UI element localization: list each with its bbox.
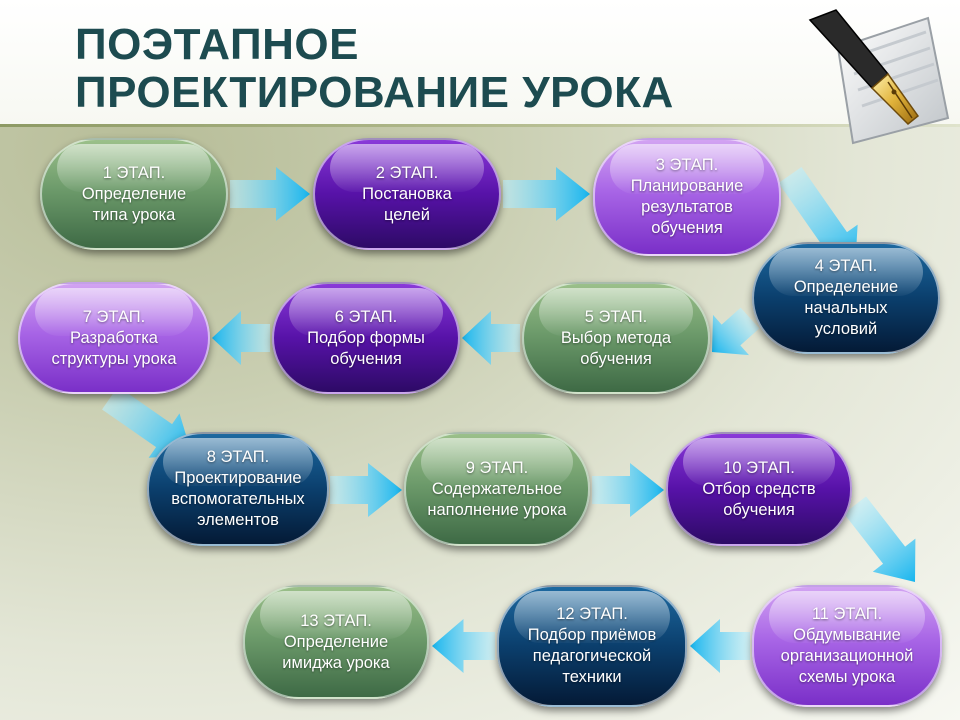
stage-12-node: 12 ЭТАП. Подбор приёмов педагогической т… — [497, 585, 687, 707]
stage-2-node: 2 ЭТАП. Постановка целей — [313, 138, 501, 250]
stage-3-label: 3 ЭТАП. Планирование результатов обучени… — [630, 156, 744, 237]
stage-8-label: 8 ЭТАП. Проектирование вспомогательных э… — [171, 448, 305, 529]
stage-5-label: 5 ЭТАП. Выбор метода обучения — [560, 307, 672, 368]
arrow-12-to-13 — [432, 619, 495, 673]
fountain-pen-icon — [808, 9, 950, 145]
page-title-line-2: ПРОЕКТИРОВАНИЕ УРОКА — [75, 68, 674, 117]
arrow-1-to-2 — [230, 167, 310, 221]
arrow-5-to-6 — [462, 311, 520, 365]
stage-4-node: 4 ЭТАП. Определение начальных условий — [752, 242, 940, 354]
stage-10-label: 10 ЭТАП. Отбор средств обучения — [702, 458, 816, 519]
stage-13-node: 13 ЭТАП. Определение имиджа урока — [243, 585, 429, 699]
page-title-line-1: ПОЭТАПНОЕ — [75, 20, 359, 69]
stage-8-node: 8 ЭТАП. Проектирование вспомогательных э… — [147, 432, 329, 546]
header-divider — [0, 124, 960, 127]
stage-6-node: 6 ЭТАП. Подбор формы обучения — [272, 282, 460, 394]
slide-header-background — [0, 0, 960, 125]
arrow-2-to-3 — [503, 167, 590, 221]
arrow-7-to-8 — [102, 386, 192, 458]
stage-1-label: 1 ЭТАП. Определение типа урока — [81, 163, 187, 224]
stage-1-node: 1 ЭТАП. Определение типа урока — [40, 138, 228, 250]
arrow-9-to-10 — [592, 463, 664, 517]
stage-2-label: 2 ЭТАП. Постановка целей — [362, 163, 452, 224]
arrow-6-to-7 — [212, 311, 270, 365]
arrow-10-to-11 — [843, 496, 916, 583]
stage-4-label: 4 ЭТАП. Определение начальных условий — [793, 257, 899, 338]
arrow-4-to-5 — [712, 307, 760, 356]
stage-12-label: 12 ЭТАП. Подбор приёмов педагогической т… — [527, 605, 657, 686]
stage-6-label: 6 ЭТАП. Подбор формы обучения — [307, 307, 425, 368]
stage-13-label: 13 ЭТАП. Определение имиджа урока — [282, 611, 390, 672]
stage-10-node: 10 ЭТАП. Отбор средств обучения — [666, 432, 852, 546]
arrow-11-to-12 — [690, 619, 750, 673]
arrow-8-to-9 — [330, 463, 402, 517]
stage-11-node: 11 ЭТАП. Обдумывание организационной схе… — [752, 585, 942, 707]
stage-7-node: 7 ЭТАП. Разработка структуры урока — [18, 282, 210, 394]
stage-3-node: 3 ЭТАП. Планирование результатов обучени… — [593, 138, 781, 256]
stage-9-label: 9 ЭТАП. Содержательное наполнение урока — [427, 458, 567, 519]
stage-9-node: 9 ЭТАП. Содержательное наполнение урока — [404, 432, 590, 546]
stage-7-label: 7 ЭТАП. Разработка структуры урока — [51, 307, 177, 368]
stage-11-label: 11 ЭТАП. Обдумывание организационной схе… — [780, 605, 914, 686]
stage-5-node: 5 ЭТАП. Выбор метода обучения — [522, 282, 710, 394]
